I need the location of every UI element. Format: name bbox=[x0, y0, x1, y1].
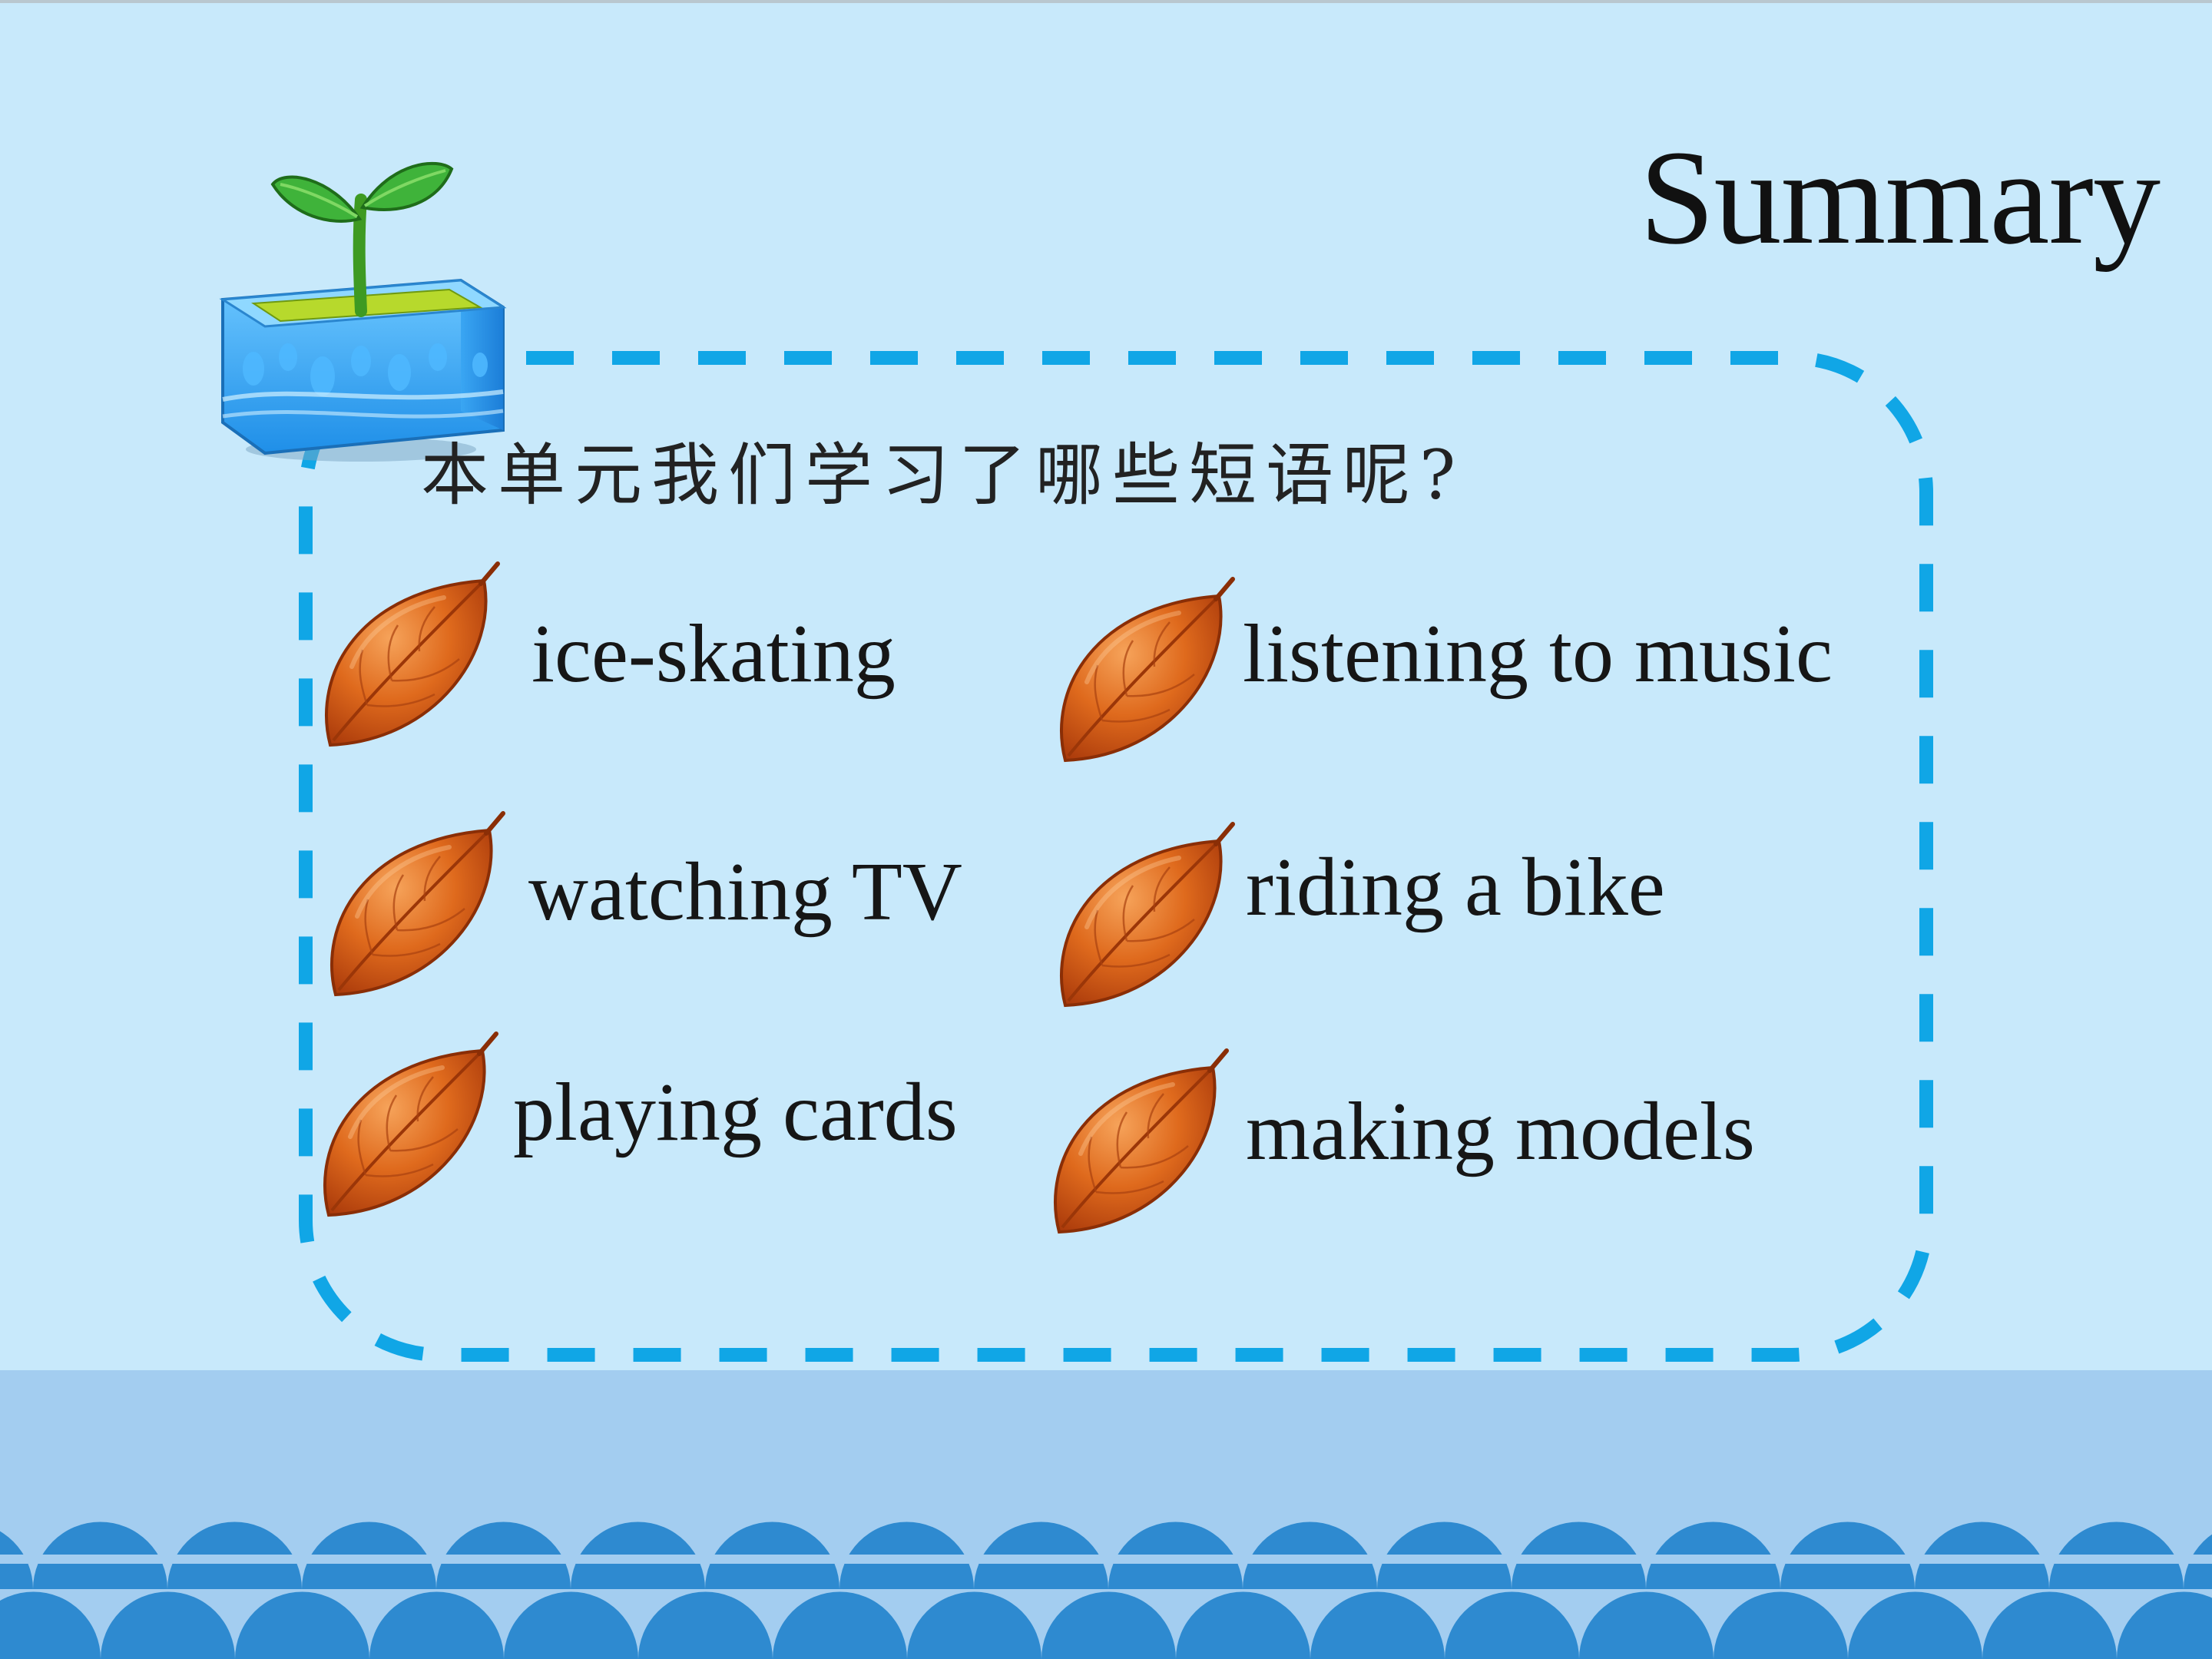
phrase-item: ice-skating bbox=[531, 608, 896, 700]
phrase-item: making models bbox=[1246, 1086, 1755, 1177]
question-text: 本单元我们学习了哪些短语呢? bbox=[421, 435, 1465, 515]
top-border-line bbox=[0, 0, 2212, 3]
orange-leaf-icon bbox=[1041, 575, 1240, 774]
phrase-item: riding a bike bbox=[1246, 842, 1665, 933]
phrase-item: watching TV bbox=[528, 846, 962, 938]
orange-leaf-icon bbox=[306, 559, 505, 759]
orange-leaf-icon bbox=[304, 1029, 504, 1229]
phrase-item: playing cards bbox=[513, 1067, 958, 1158]
phrase-item: listening to music bbox=[1243, 608, 1833, 700]
page-title: Summary bbox=[1639, 123, 2161, 273]
sprout-in-blue-pot-icon bbox=[219, 161, 507, 462]
orange-leaf-icon bbox=[1035, 1046, 1234, 1246]
orange-leaf-icon bbox=[1041, 820, 1240, 1019]
orange-leaf-icon bbox=[311, 809, 511, 1008]
blue-wave-pattern bbox=[0, 1370, 2212, 1659]
